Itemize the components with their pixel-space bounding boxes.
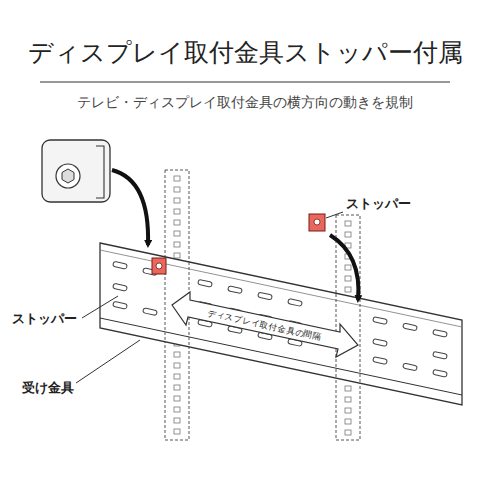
part-name: ストッパー [12, 311, 77, 327]
stopper-left [152, 258, 166, 274]
stopper-inset [42, 140, 110, 202]
part-name: 受け金具 [22, 380, 74, 396]
insert-arrow [330, 235, 358, 300]
leader-line [326, 212, 343, 218]
stopper-right [309, 214, 325, 231]
stopper-inset-edge [96, 146, 104, 198]
spacing-arrow [172, 292, 358, 357]
title-rule [40, 81, 450, 82]
bracket-flange [100, 250, 462, 327]
leader-line [76, 340, 140, 383]
bolt-hex [62, 169, 74, 183]
stopper-bolt [56, 164, 80, 188]
part-name: ストッパー [346, 196, 411, 212]
receiving-bracket [100, 243, 462, 405]
insert-arrow [112, 170, 148, 245]
rail-front [165, 257, 360, 384]
bracket-slots [113, 261, 448, 377]
subtitle: テレビ・ディスプレイ取付金具の横方向の動きを規制 [77, 94, 413, 111]
leader-line [82, 296, 118, 318]
title: ディスプレイ取付金具ストッパー付属 [28, 38, 463, 68]
